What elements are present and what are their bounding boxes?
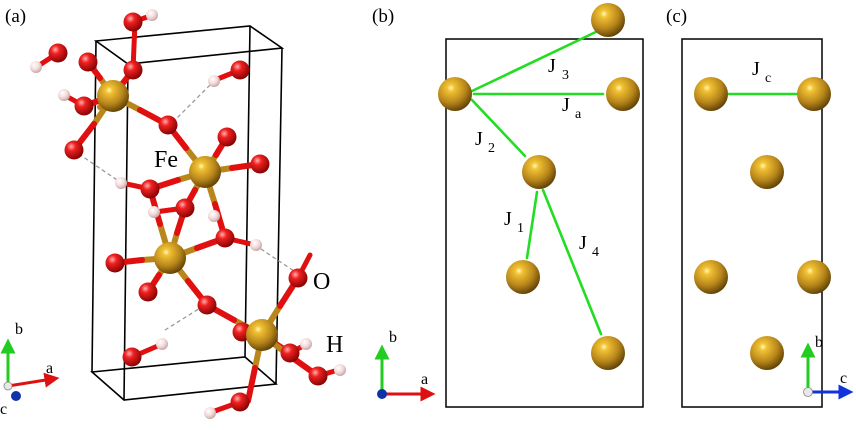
axes-indicator-b: b a [374,329,436,402]
path-j1 [525,190,539,260]
panel-c-label: (c) [666,6,687,27]
svg-text:1: 1 [517,221,524,236]
panel-a: (a) [0,6,346,419]
svg-text:4: 4 [592,245,599,260]
svg-text:J: J [579,232,587,254]
svg-text:J: J [475,128,483,150]
svg-text:a: a [575,107,582,122]
label-ja: J a [562,94,582,122]
axis-origin [3,381,13,391]
label-fe: Fe [154,147,178,173]
label-jc: J c [752,58,771,86]
path-j4 [541,188,603,336]
axis-label-b-c: b [815,334,823,351]
axis-a-arrow [7,372,60,388]
fe-atoms [97,80,278,351]
label-j1: J 1 [504,208,524,236]
unit-cell-rect-b [445,38,644,408]
svg-text:3: 3 [562,68,569,83]
label-j2: J 2 [475,128,495,156]
path-j3 [468,28,602,94]
axis-label-a: a [46,360,53,377]
h-atoms [30,9,346,419]
svg-text:c: c [765,71,771,86]
o-atoms [48,12,328,412]
panel-c: (c) J c b c [666,6,854,408]
label-o: O [313,269,330,295]
axis-origin-b [377,389,387,399]
axis-label-c: c [0,401,7,418]
label-j3: J 3 [548,55,569,83]
axes-indicator-a: b a c [0,321,60,418]
axis-origin-c [803,387,813,397]
axis-label-b-b: b [389,329,397,346]
label-j4: J 4 [579,232,599,260]
panel-a-label: (a) [5,6,26,27]
svg-text:2: 2 [488,141,495,156]
unit-cell-box [90,25,285,401]
unit-cell-rect-c [681,38,823,408]
panel-b: (b) J 3 J a J 2 J [372,3,644,408]
axis-c-dot [11,391,21,401]
axis-label-a-b: a [421,371,428,388]
svg-text:J: J [562,94,570,116]
fe-atoms-b [438,3,640,370]
exchange-paths-b [468,28,605,336]
svg-text:J: J [752,58,760,80]
svg-text:J: J [548,55,556,77]
fe-atoms-c [694,77,831,370]
axis-label-b: b [15,321,23,338]
svg-text:J: J [504,208,512,230]
path-j2 [470,98,527,158]
axis-label-c-c: c [840,370,847,387]
label-h: H [326,332,343,358]
panel-b-label: (b) [372,6,394,27]
axes-indicator-c: b c [800,334,854,400]
